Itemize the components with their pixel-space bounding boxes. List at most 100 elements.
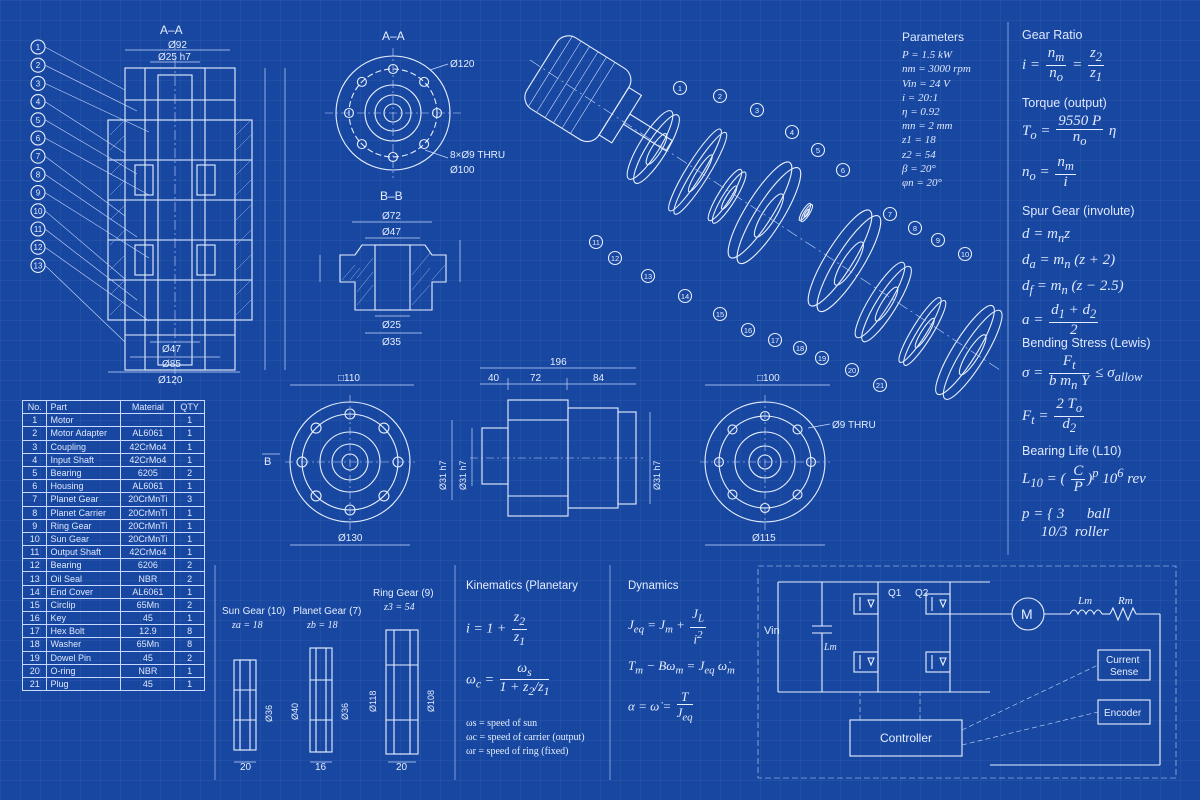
bom-cell: 2 [21, 426, 48, 441]
bom-cell: 42CrMo4 [120, 439, 176, 454]
front-view: B □110 Ø130 [262, 373, 415, 546]
svg-text:12: 12 [34, 243, 43, 252]
bom-cell: 20CrMnTi [120, 492, 176, 507]
bom-cell: Circlip [46, 597, 122, 613]
bom-cell: 12.9 [120, 624, 176, 639]
exploded-balloon: 9 [930, 232, 946, 248]
bom-cell: Oil Seal [46, 571, 122, 586]
bom-cell: 42CrMo4 [120, 545, 176, 560]
rear-holes-note: Ø9 THRU [832, 420, 876, 431]
bom-cell: End Cover [46, 584, 122, 599]
planet-title: Planet Gear (7) [293, 606, 361, 617]
bom-cell: AL6061 [120, 584, 176, 599]
ring-width: 20 [396, 762, 408, 773]
view-label-bb: B–B [380, 189, 403, 203]
svg-text:6: 6 [36, 134, 41, 143]
part-balloon: 9 [30, 185, 150, 259]
rear-view: □100 Ø9 THRU Ø115 [700, 373, 876, 546]
flange-dim-outer: Ø120 [450, 59, 475, 70]
side-dia-mid: Ø31 h7 [458, 460, 468, 490]
bom-cell: 2 [174, 558, 205, 573]
bom-cell: O-ring [46, 663, 122, 678]
bom-cell: Motor Adapter [46, 426, 122, 441]
bom-cell: Motor [46, 413, 122, 428]
kinematics-title: Kinematics (Planetary [466, 580, 578, 592]
part-balloon: 8 [30, 166, 138, 238]
bom-cell: 8 [174, 624, 205, 639]
gear-details: Sun Gear (10) za = 18 Planet Gear (7) zb… [222, 588, 436, 773]
ring-z: z3 = 54 [383, 602, 415, 613]
svg-text:Ø40: Ø40 [290, 703, 300, 720]
side-view: 196 40 72 84 Ø31 h7 Ø31 h7 Ø31 h7 [438, 357, 662, 517]
bom-cell: 65Mn [120, 637, 176, 652]
svg-text:1: 1 [678, 84, 682, 93]
svg-text:8: 8 [913, 224, 917, 233]
bolt-hole [378, 422, 390, 434]
bom-cell: 8 [21, 505, 48, 520]
exploded-balloon: 21 [872, 377, 888, 393]
exploded-component [807, 209, 882, 313]
bom-cell: Bearing [46, 465, 122, 481]
svg-text:17: 17 [771, 336, 779, 345]
side-seg2: 72 [530, 373, 542, 384]
bom-cell: 2 [174, 465, 205, 481]
bom-cell: 16 [21, 610, 48, 626]
exploded-component [935, 304, 1003, 400]
exploded-balloon: 18 [792, 340, 808, 356]
exploded-balloon: 15 [712, 306, 728, 322]
bom-cell: Hex Bolt [46, 624, 122, 639]
bom-cell: 65Mn [120, 597, 176, 613]
part-balloon: 1 [30, 39, 126, 91]
bolt-hole [419, 76, 430, 87]
exploded-balloon: 20 [844, 362, 860, 378]
bolt-hole [356, 76, 367, 87]
flange-aa-view: A–A Ø120 8×Ø9 THRU Ø100 [325, 29, 505, 178]
svg-text:7: 7 [888, 210, 892, 219]
parameter-row: η = 0.92 [902, 106, 940, 119]
bom-cell: 1 [174, 505, 205, 520]
bom-cell: Dowel Pin [46, 650, 122, 665]
svg-text:Ø108: Ø108 [426, 690, 436, 712]
exploded-balloon: 11 [588, 234, 604, 250]
svg-text:10: 10 [34, 207, 43, 216]
mosfet-symbol [925, 651, 951, 673]
planet-width: 16 [315, 762, 327, 773]
svg-text:10: 10 [961, 250, 969, 259]
svg-text:19: 19 [818, 354, 826, 363]
bom-cell: 1 [174, 426, 205, 441]
exploded-balloon: 16 [740, 322, 756, 338]
svg-text:21: 21 [876, 381, 884, 390]
bom-header: Material [120, 399, 176, 415]
bom-cell: 9 [21, 518, 48, 533]
mosfet-symbol [853, 593, 879, 615]
bom-cell: 1 [174, 479, 205, 494]
bom-cell: NBR [120, 663, 176, 678]
front-square: □110 [338, 373, 360, 384]
bom-cell: 14 [21, 584, 48, 599]
bom-cell: 1 [174, 452, 205, 467]
svg-text:Ø118: Ø118 [368, 691, 378, 712]
bom-cell: Input Shaft [46, 452, 122, 467]
part-balloon: 13 [30, 257, 126, 343]
parameter-row: nm = 3000 rpm [902, 63, 971, 76]
lm-label: Lm [1077, 595, 1092, 607]
bom-cell: 18 [21, 637, 48, 652]
bom-cell: 1 [174, 584, 205, 599]
side-dia-right: Ø31 h7 [652, 460, 662, 490]
sun-width: 20 [240, 762, 252, 773]
bom-cell: 45 [120, 650, 176, 665]
svg-text:13: 13 [644, 272, 652, 281]
bom-cell: 21 [21, 676, 48, 692]
bom-cell: 3 [21, 439, 48, 454]
front-dim: Ø130 [338, 533, 363, 544]
part-balloon: 7 [30, 148, 126, 217]
exploded-balloon: 6 [835, 162, 851, 178]
dim-bottom-2: Ø85 [162, 359, 181, 370]
